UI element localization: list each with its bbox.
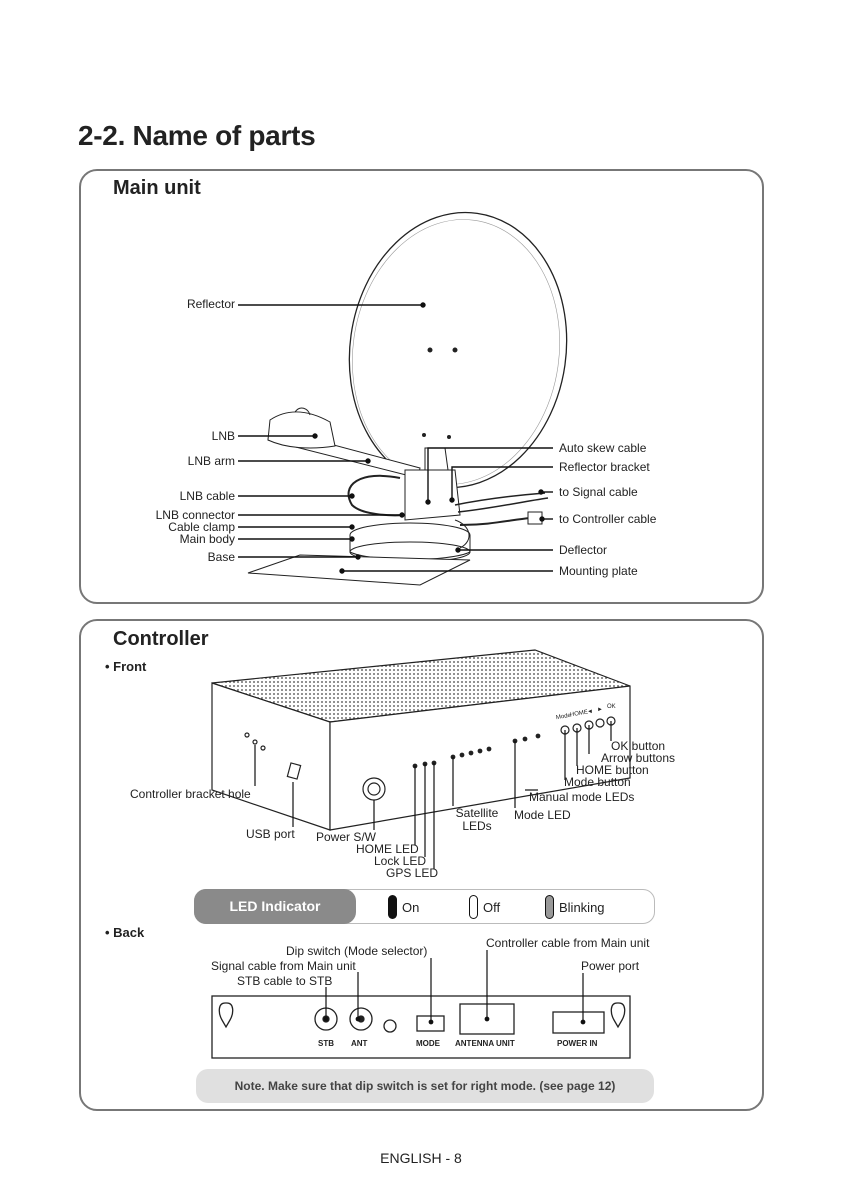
label-reflector-bracket: Reflector bracket: [559, 460, 650, 474]
main-unit-panel: [79, 169, 764, 604]
label-to-signal-cable: to Signal cable: [559, 485, 638, 499]
led-on-icon: [388, 895, 397, 919]
page-footer: ENGLISH - 8: [380, 1150, 462, 1166]
label-auto-skew-cable: Auto skew cable: [559, 441, 647, 455]
label-usb-port: USB port: [246, 827, 295, 841]
page-title: 2-2. Name of parts: [78, 120, 316, 151]
label-arrow-buttons: Arrow buttons: [601, 751, 676, 765]
label-lnb: LNB: [211, 429, 235, 443]
label-stb-cable: STB cable to STB: [237, 974, 333, 988]
main-unit-title: Main unit: [113, 177, 201, 199]
mark-right: ►: [597, 707, 603, 713]
label-mode-button: Mode button: [564, 775, 631, 789]
controller-title: Controller: [113, 628, 209, 650]
port-label-ant: ANT: [351, 1039, 368, 1048]
label-mounting-plate: Mounting plate: [559, 564, 638, 578]
label-manual-mode-leds: Manual mode LEDs: [529, 790, 635, 804]
controller-panel: [79, 619, 764, 1111]
label-power-sw: Power S/W: [316, 830, 377, 844]
label-to-controller-cable: to Controller cable: [559, 512, 657, 526]
label-lnb-arm: LNB arm: [187, 454, 235, 468]
label-power-port: Power port: [581, 959, 640, 973]
note-box: Note. Make sure that dip switch is set f…: [196, 1069, 654, 1103]
label-controller-bracket-hole: Controller bracket hole: [130, 787, 251, 801]
label-home-button: HOME button: [576, 763, 649, 777]
led-on-label: On: [402, 900, 420, 915]
label-home-led: HOME LED: [356, 842, 419, 856]
label-gps-led: GPS LED: [386, 866, 439, 880]
label-main-body: Main body: [179, 532, 235, 546]
label-lock-led: Lock LED: [374, 854, 427, 868]
port-label-power-in: POWER IN: [557, 1039, 598, 1048]
port-label-antenna-unit: ANTENNA UNIT: [455, 1039, 515, 1048]
label-deflector: Deflector: [559, 543, 608, 557]
label-base: Base: [207, 550, 235, 564]
label-satellite-leds: Satellite LEDs: [455, 806, 499, 833]
label-lnb-connector: LNB connector: [155, 508, 235, 522]
label-dip-switch: Dip switch (Mode selector): [286, 944, 428, 958]
mark-ok: OK: [607, 704, 616, 710]
label-ok-button: OK button: [611, 739, 666, 753]
port-label-mode: MODE: [416, 1039, 440, 1048]
led-off-label: Off: [483, 900, 501, 915]
label-signal-cable: Signal cable from Main unit: [211, 959, 356, 973]
label-mode-led: Mode LED: [514, 808, 571, 822]
mark-left: ◄: [587, 709, 593, 715]
label-reflector: Reflector: [186, 297, 235, 311]
back-subtitle: • Back: [105, 925, 145, 940]
led-indicator-title: LED Indicator: [194, 889, 356, 924]
label-cable-clamp: Cable clamp: [168, 520, 235, 534]
label-lnb-cable: LNB cable: [179, 489, 235, 503]
port-label-stb: STB: [318, 1039, 334, 1048]
led-blinking-label: Blinking: [559, 900, 605, 915]
front-subtitle: • Front: [105, 659, 147, 674]
label-controller-cable: Controller cable from Main unit: [486, 936, 650, 950]
led-blinking-icon: [545, 895, 554, 919]
led-off-icon: [469, 895, 478, 919]
